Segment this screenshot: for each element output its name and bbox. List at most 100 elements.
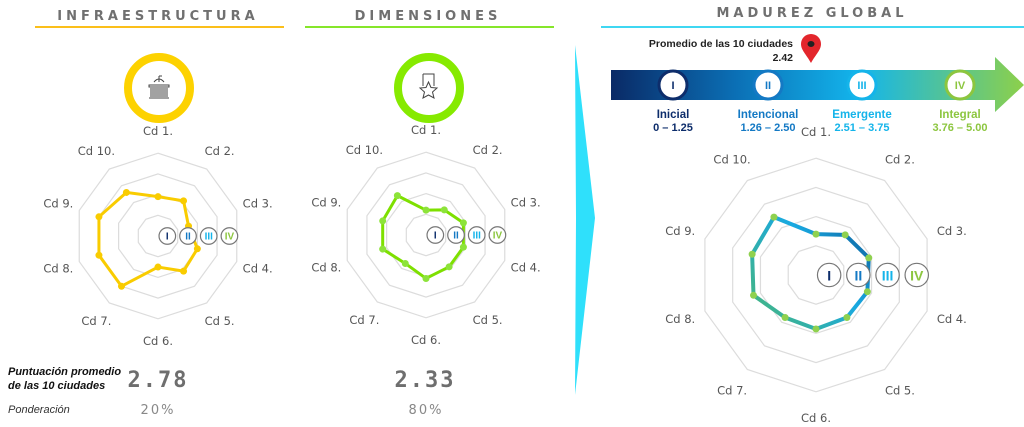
data-point	[401, 259, 409, 267]
axis-label: Cd 7.	[349, 313, 379, 327]
infra-weight: 20%	[141, 403, 176, 418]
weight-label: Ponderación	[8, 404, 70, 416]
axis-label: Cd 6.	[411, 333, 441, 347]
axis-label: Cd 2.	[473, 143, 503, 157]
axis-label: Cd 2.	[205, 144, 235, 158]
level-marker-label: IV	[225, 232, 235, 243]
dims-weight: 80%	[409, 403, 444, 418]
data-point	[445, 263, 453, 271]
axis-label: Cd 4.	[511, 260, 541, 274]
grid-ring-4	[346, 151, 506, 319]
level-marker	[875, 262, 900, 288]
level-marker	[179, 227, 197, 245]
data-point	[843, 314, 851, 322]
axis-label: Cd 10.	[346, 143, 383, 157]
data-point	[180, 197, 188, 205]
axis-label: Cd 6.	[143, 334, 173, 348]
global-title: MADUREZ GLOBAL	[717, 6, 908, 21]
data-point	[154, 263, 162, 271]
grid-ring-2	[118, 193, 198, 279]
axis-label: Cd 3.	[511, 196, 541, 210]
axis-label: Cd 10.	[713, 152, 750, 166]
axis-label: Cd 1.	[411, 123, 441, 137]
axis-label: Cd 3.	[937, 224, 967, 238]
grid-ring-4	[704, 157, 928, 393]
map-pin-icon	[801, 34, 821, 63]
level-marker	[816, 262, 842, 288]
data-point	[750, 291, 758, 299]
grid-ring-2	[759, 215, 873, 335]
level-marker-label: III	[205, 232, 214, 243]
axis-label: Cd 7.	[717, 384, 747, 398]
level-marker	[220, 227, 239, 245]
data-point	[393, 192, 401, 200]
data-point	[812, 230, 820, 238]
axis-label: Cd 6.	[801, 411, 831, 425]
level-marker	[846, 262, 871, 288]
stage-range: 1.26 – 2.50	[740, 122, 795, 134]
level-marker	[904, 262, 930, 288]
level-marker-label: I	[827, 267, 831, 283]
data-point	[748, 250, 756, 258]
axis-label: Cd 8.	[665, 312, 695, 326]
stage-badge	[752, 69, 784, 101]
data-point	[459, 219, 467, 227]
axis-label: Cd 4.	[937, 312, 967, 326]
axis-label: Cd 9.	[311, 196, 341, 210]
level-marker-label: I	[434, 231, 437, 242]
score-label-line2: de las 10 ciudades	[8, 380, 105, 392]
dims-title: DIMENSIONES	[355, 9, 502, 24]
level-marker-label: III	[473, 231, 482, 242]
axis-label: Cd 5.	[885, 384, 915, 398]
grid-ring-1	[787, 245, 845, 305]
stage-numeral: III	[857, 80, 866, 92]
axis-label: Cd 5.	[473, 313, 503, 327]
stage-numeral: II	[765, 80, 771, 92]
data-point	[459, 243, 467, 251]
data-point	[440, 206, 448, 214]
data-point	[379, 217, 387, 225]
capitol-building-icon	[124, 53, 194, 123]
score-label-line1: Puntuación promedio	[8, 366, 121, 378]
level-marker-label: IV	[493, 231, 503, 242]
axis-label: Cd 1.	[143, 124, 173, 138]
stage-range: 0 – 1.25	[653, 122, 693, 134]
data-point	[865, 254, 873, 262]
level-marker	[488, 226, 507, 244]
level-marker	[199, 227, 218, 245]
stage-name: Inicial	[657, 109, 690, 121]
award-star-icon	[394, 53, 464, 123]
stage-badge	[657, 69, 689, 101]
stage-range: 3.76 – 5.00	[932, 122, 987, 134]
axis-label: Cd 8.	[43, 261, 73, 275]
stage-numeral: IV	[955, 80, 966, 92]
stage-badge	[846, 69, 878, 101]
level-marker-label: III	[882, 267, 894, 283]
dims-score: 2.33	[395, 368, 456, 393]
axis-label: Cd 7.	[81, 314, 111, 328]
data-point	[422, 274, 430, 282]
axis-label: Cd 5.	[205, 314, 235, 328]
level-marker-label: II	[453, 231, 459, 242]
stage-name: Emergente	[832, 109, 891, 121]
level-marker-label: IV	[910, 267, 924, 283]
data-point	[770, 213, 778, 221]
section-divider-chevron	[575, 45, 595, 395]
average-marker-value: 2.42	[773, 52, 794, 64]
axis-label: Cd 9.	[43, 197, 73, 211]
axis-label: Cd 1.	[801, 125, 831, 139]
stage-name: Intencional	[738, 109, 799, 121]
grid-ring-3	[366, 172, 486, 298]
level-marker	[426, 226, 445, 244]
stage-numeral: I	[671, 80, 674, 92]
axis-label: Cd 2.	[885, 152, 915, 166]
level-marker	[158, 227, 177, 245]
axis-label: Cd 3.	[243, 197, 273, 211]
data-point	[95, 213, 103, 221]
stage-range: 2.51 – 3.75	[834, 122, 889, 134]
data-point	[95, 251, 103, 259]
